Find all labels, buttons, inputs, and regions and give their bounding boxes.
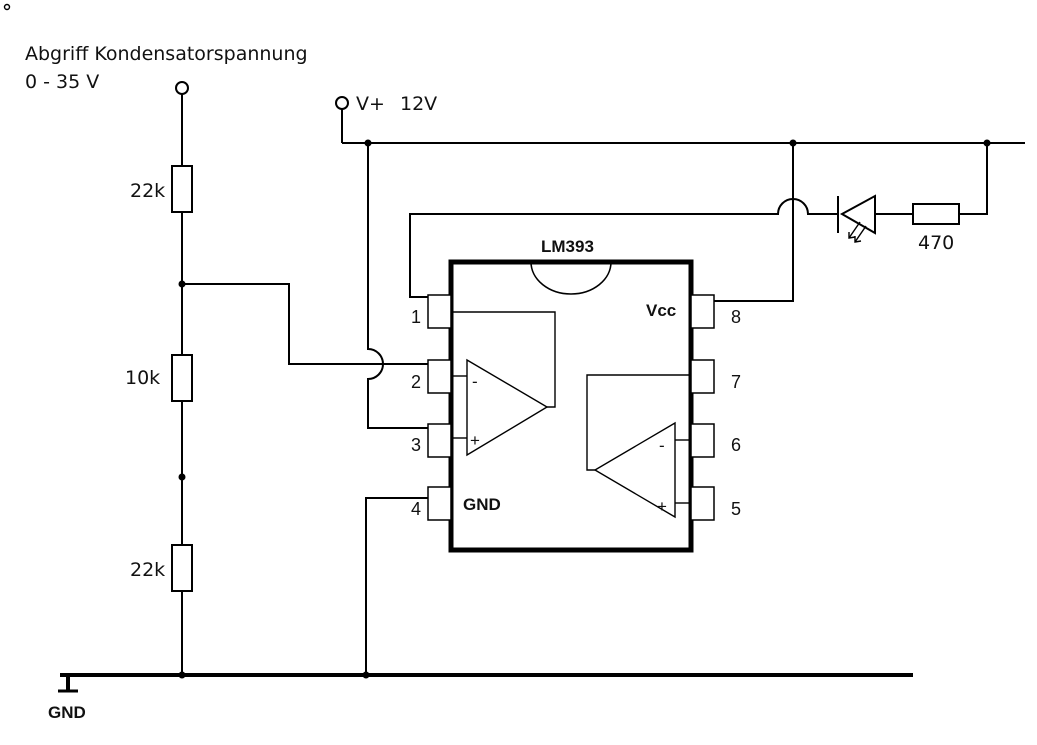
pin-2-number: 2 — [411, 372, 421, 392]
pin-7 — [690, 359, 715, 394]
comparator-b-minus-sign: - — [659, 436, 665, 455]
supply-voltage: 12V — [400, 93, 437, 115]
ic-gnd-label: GND — [463, 495, 501, 514]
pin-8 — [690, 294, 715, 329]
pin-5 — [690, 486, 715, 521]
pin-1-number: 1 — [411, 307, 421, 327]
corner-dot — [3, 3, 11, 11]
wire-vcc-to-rail — [714, 143, 794, 302]
junction-divider-bottom — [178, 473, 186, 481]
resistor-r4 — [912, 203, 960, 225]
resistor-r2-label: 10k — [125, 367, 160, 389]
ic-vcc-label: Vcc — [646, 301, 676, 320]
input-label-line2: 0 - 35 V — [25, 71, 99, 93]
pin-2 — [427, 359, 452, 394]
led-ray-2 — [854, 225, 867, 243]
resistor-r2 — [171, 354, 193, 402]
resistor-r3 — [171, 544, 193, 592]
pin-7-number: 7 — [731, 372, 741, 392]
comparator-b-output — [586, 374, 691, 471]
resistor-r3-label: 22k — [130, 559, 165, 581]
supply-terminal — [335, 96, 349, 110]
ic-name: LM393 — [541, 237, 594, 256]
pin-8-number: 8 — [731, 307, 741, 327]
comparator-b — [593, 421, 676, 519]
led-body — [839, 194, 876, 235]
pin-5-number: 5 — [731, 499, 741, 519]
led-ray-1-head — [848, 232, 856, 239]
input-label-line1: Abgriff Kondensatorspannung — [25, 43, 308, 65]
pin-1 — [427, 294, 452, 329]
wire-output-to-led — [409, 198, 838, 298]
pin-4-number: 4 — [411, 499, 421, 519]
ic-notch — [530, 261, 612, 295]
supply-label: V+ — [356, 93, 385, 115]
wire-pin4-to-gnd — [365, 497, 428, 675]
comparator-a-plus-sign: + — [470, 431, 480, 450]
led-ray-1 — [848, 221, 861, 239]
pin-3 — [427, 423, 452, 458]
resistor-r1-label: 22k — [130, 180, 165, 202]
resistor-r4-label: 470 — [918, 232, 954, 254]
pin-3-number: 3 — [411, 435, 421, 455]
ground-label: GND — [48, 703, 86, 722]
comparator-b-plus-sign: + — [657, 497, 667, 516]
wire-r4-to-rail — [959, 143, 988, 215]
input-terminal — [175, 81, 189, 95]
junction-gnd-divider — [178, 671, 186, 679]
led-ray-2-head — [854, 236, 862, 243]
wire-divider-to-pin2 — [182, 283, 428, 365]
comparator-a — [466, 358, 549, 457]
pin-4 — [427, 486, 452, 521]
pin-6-number: 6 — [731, 435, 741, 455]
pin-6 — [690, 423, 715, 458]
comparator-a-output — [451, 311, 556, 408]
comparator-a-minus-sign: - — [472, 372, 478, 391]
wire-rail-to-pin3 — [367, 143, 428, 429]
resistor-r1 — [171, 165, 193, 213]
